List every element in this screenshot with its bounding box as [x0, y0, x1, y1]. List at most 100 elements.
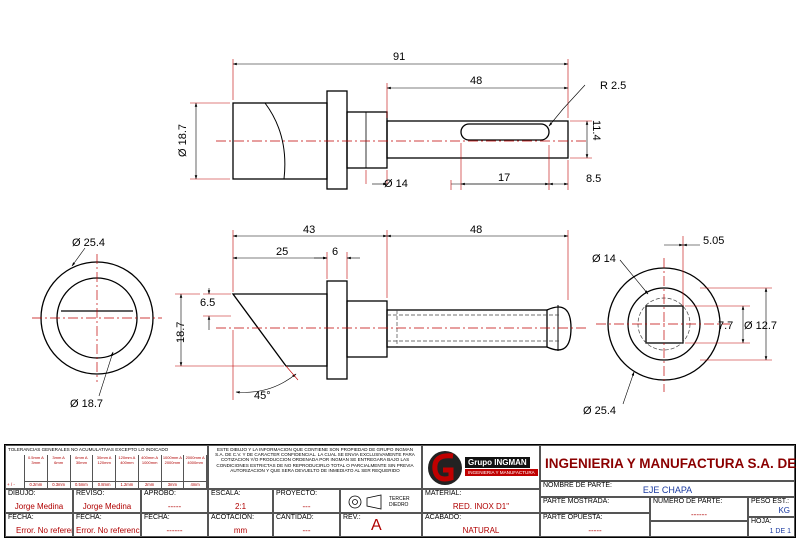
rev-label: REV.:: [343, 514, 361, 521]
tolerance-sign: + / -: [7, 482, 15, 487]
parte-mostrada-label: PARTE MOSTRADA:: [543, 498, 610, 505]
peso-value: KG: [778, 506, 790, 515]
aprobo-value: -----: [167, 502, 182, 511]
parte-mostrada-cell: PARTE MOSTRADA:: [540, 497, 650, 513]
tolerance-range: 6mm A 30mm: [75, 455, 88, 465]
logo-subtext: INGENIERIA Y MANUFACTURA: [465, 469, 538, 476]
fecha-1-value: Error. No referenci: [16, 526, 72, 535]
parte-opuesta-value: -----: [588, 526, 602, 535]
dim-48-mid: 48: [470, 224, 482, 236]
acabado-cell: ACABADO: NATURAL: [422, 513, 540, 537]
aprobo-label: APROBO:: [144, 490, 176, 497]
dim-85: 8.5: [586, 173, 601, 185]
tolerance-range: 3mm A 6mm: [52, 455, 65, 465]
dim-48-top: 48: [470, 75, 482, 87]
top-dimensions: [190, 59, 592, 190]
numero-parte-value: ------: [691, 510, 707, 519]
dim-dia-254-right: Ø 25.4: [583, 405, 616, 417]
tolerance-column: 120mm A 400mm 1.2mm: [116, 455, 139, 488]
tolerance-value: 1.2mm: [116, 481, 138, 487]
tolerance-range: 400mm A 1000mm: [141, 455, 159, 465]
rev-value: A: [371, 517, 382, 534]
tercer-diedro-label: TERCER DIEDRO: [389, 496, 410, 508]
numero-parte-label: NUMERO DE PARTE:: [653, 498, 723, 505]
fecha-3-value: ------: [166, 526, 183, 535]
acotacion-value: mm: [233, 526, 248, 535]
dim-radius: R 2.5: [600, 80, 626, 92]
parte-opuesta-cell: PARTE OPUESTA: -----: [540, 513, 650, 537]
dim-187-mid: 18.7: [175, 322, 187, 343]
dim-43: 43: [303, 224, 315, 236]
fecha-2-cell: FECHA: Error. No referenc: [73, 513, 141, 537]
reviso-cell: REVISO: Jorge Medina: [73, 489, 141, 513]
escala-cell: ESCALA: 2:1: [208, 489, 273, 513]
tolerance-range: 30mm A 120mm: [96, 455, 112, 465]
dim-dia-14-top: Ø 14: [384, 178, 408, 190]
tolerance-range: 0.5mm A 3mm: [27, 455, 44, 465]
tolerance-value: 4mm: [184, 481, 206, 487]
proyecto-label: PROYECTO:: [276, 490, 318, 497]
tolerance-value: 0.2mm: [25, 481, 47, 487]
rev-cell: REV.: A: [340, 513, 422, 537]
material-cell: MATERIAL: RED. INOX D1": [422, 489, 540, 513]
acotacion-label: ACOTACION:: [211, 514, 255, 521]
company-logo: Grupo INGMAN INGENIERIA Y MANUFACTURA: [422, 445, 540, 489]
peso-label: PESO EST.:: [751, 498, 790, 505]
dim-6: 6: [332, 246, 338, 258]
projection-symbol-cell: TERCER DIEDRO: [340, 489, 422, 513]
title-block: TOLERANCIAS GENERALES NO ACUMULATIVAS EX…: [4, 444, 800, 538]
tolerance-column: 30mm A 120mm 0.8mm: [93, 455, 116, 488]
tolerance-value: 0.5mm: [70, 481, 93, 487]
hoja-cell: HOJA: 1 DE 1: [748, 517, 795, 537]
reviso-value: Jorge Medina: [82, 502, 132, 511]
dim-dia-127: Ø 12.7: [744, 320, 777, 332]
third-angle-projection-icon: [348, 494, 382, 510]
tolerance-value: 0.3mm: [47, 481, 70, 487]
proyecto-cell: PROYECTO: ---: [273, 489, 340, 513]
fecha-3-cell: FECHA: ------: [141, 513, 208, 537]
fecha-1-cell: FECHA: Error. No referenci: [5, 513, 73, 537]
numero-parte-cell: NUMERO DE PARTE: ------: [650, 497, 748, 521]
tolerance-column: 6mm A 30mm 0.5mm: [70, 455, 94, 488]
dim-65: 6.5: [200, 297, 215, 309]
company-name: INGENIERIA Y MANUFACTURA S.A. DE C.V.: [545, 456, 800, 471]
tolerance-column: 0.5mm A 3mm 0.2mm: [25, 455, 48, 488]
tolerance-value: 0.8mm: [93, 481, 115, 487]
material-value: RED. INOX D1": [452, 502, 510, 511]
dim-77: 7.7: [718, 320, 733, 332]
blank-cell: [650, 521, 748, 537]
dim-505: 5.05: [703, 235, 724, 247]
dim-114: 11.4: [590, 120, 602, 141]
tolerance-header: TOLERANCIAS GENERALES NO ACUMULATIVAS EX…: [8, 447, 169, 452]
part-name-cell: NOMBRE DE PARTE: EJE CHAPA: [540, 481, 795, 497]
reviso-label: REVISO:: [76, 490, 105, 497]
fecha-1-label: FECHA:: [8, 514, 34, 521]
dim-dia-14-right: Ø 14: [592, 253, 616, 265]
middle-view: [231, 280, 572, 380]
dibujo-cell: DIBUJO: Jorge Medina: [5, 489, 73, 513]
tolerance-range: 2000mm A 4000mm: [185, 455, 205, 465]
tolerance-table: TOLERANCIAS GENERALES NO ACUMULATIVAS EX…: [5, 445, 208, 489]
dim-45deg: 45°: [254, 390, 271, 402]
escala-label: ESCALA:: [211, 490, 241, 497]
dibujo-label: DIBUJO:: [8, 490, 36, 497]
logo-text: Grupo INGMAN: [465, 457, 530, 468]
tolerance-range: 120mm A 400mm: [118, 455, 136, 465]
peso-cell: PESO EST.: KG: [748, 497, 795, 517]
tolerance-column: 2000mm A 4000mm 4mm: [184, 455, 207, 488]
cantidad-cell: CANTIDAD: ---: [273, 513, 340, 537]
top-view: [232, 90, 569, 190]
acabado-value: NATURAL: [462, 526, 500, 535]
material-label: MATERIAL:: [425, 490, 462, 497]
dim-dia-187-left: Ø 18.7: [70, 398, 103, 410]
confidential-notice: ESTE DIBUJO Y LA INFORMACION QUE CONTIEN…: [208, 445, 422, 489]
cantidad-value: ---: [302, 526, 311, 535]
dim-17: 17: [498, 172, 510, 184]
escala-value: 2:1: [234, 502, 247, 511]
tolerance-value: 3mm: [161, 481, 184, 487]
dibujo-value: Jorge Medina: [14, 502, 64, 511]
confidential-text: ESTE DIBUJO Y LA INFORMACION QUE CONTIEN…: [215, 447, 415, 473]
